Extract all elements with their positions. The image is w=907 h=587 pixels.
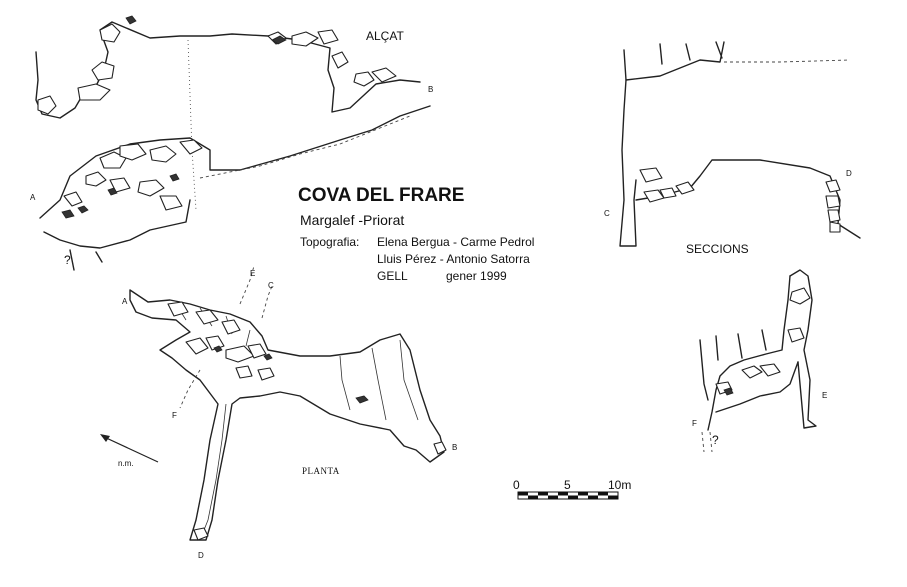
point-label-b-elevation: B: [428, 85, 433, 94]
point-label-a-elevation: A: [30, 193, 36, 202]
scale-segment: [568, 492, 578, 496]
unknown-passage-mark-section: ?: [712, 433, 719, 447]
scale-segment: [558, 492, 568, 496]
credits-line-1: Elena Bergua - Carme Pedrol: [377, 235, 534, 249]
scale-segment: [588, 492, 598, 496]
point-label-f-section: F: [692, 419, 697, 428]
survey-group: GELL: [377, 269, 408, 283]
point-label-c-plan: C: [268, 281, 274, 290]
scale-segment: [608, 495, 618, 499]
scale-segment: [518, 492, 528, 496]
credits-label: Topografia:: [300, 235, 359, 249]
scale-segment: [608, 492, 618, 496]
scale-segment: [568, 495, 578, 499]
point-label-d-section: D: [846, 169, 852, 178]
point-label-b-plan: B: [452, 443, 457, 452]
elevation-view: A B ? ALÇAT: [30, 15, 433, 271]
point-label-c-section: C: [604, 209, 610, 218]
location-text: Margalef -Priorat: [300, 212, 404, 228]
scale-segment: [528, 495, 538, 499]
scale-segment: [578, 495, 588, 499]
north-arrow: n.m.: [100, 434, 159, 468]
plan-view: A B C D E F PLANTA: [122, 265, 457, 560]
scale-segment: [548, 495, 558, 499]
credits-line-2: Lluis Pérez - Antonio Satorra: [377, 252, 530, 266]
point-label-e-plan: E: [250, 269, 255, 278]
scale-segment: [538, 495, 548, 499]
scale-segment: [528, 492, 538, 496]
unknown-passage-mark: ?: [64, 253, 71, 267]
scale-tick-10m: 10m: [608, 478, 631, 492]
north-arrow-head-icon: [100, 434, 110, 442]
scale-segment: [538, 492, 548, 496]
scale-segment: [598, 495, 608, 499]
scale-bar: 0 5 10m: [513, 478, 631, 500]
point-label-d-plan: D: [198, 551, 204, 560]
scale-segment: [518, 495, 528, 499]
scale-segment: [548, 492, 558, 496]
plan-view-label: PLANTA: [302, 466, 340, 476]
scale-segment: [578, 492, 588, 496]
survey-date: gener 1999: [446, 269, 507, 283]
scale-tick-0: 0: [513, 478, 520, 492]
point-label-f-plan: F: [172, 411, 177, 420]
north-label: n.m.: [118, 459, 134, 468]
map-title: COVA DEL FRARE: [298, 185, 464, 206]
sections-view: C D SECCIONS F E ?: [604, 41, 861, 453]
sections-view-label: SECCIONS: [686, 242, 749, 256]
point-label-e-section: E: [822, 391, 827, 400]
scale-segment: [558, 495, 568, 499]
scale-tick-5: 5: [564, 478, 571, 492]
point-label-a-plan: A: [122, 297, 128, 306]
title-block: COVA DEL FRARE Margalef -Priorat Topogra…: [298, 185, 534, 283]
scale-segment: [598, 492, 608, 496]
elevation-view-label: ALÇAT: [366, 29, 404, 43]
scale-segment: [588, 495, 598, 499]
